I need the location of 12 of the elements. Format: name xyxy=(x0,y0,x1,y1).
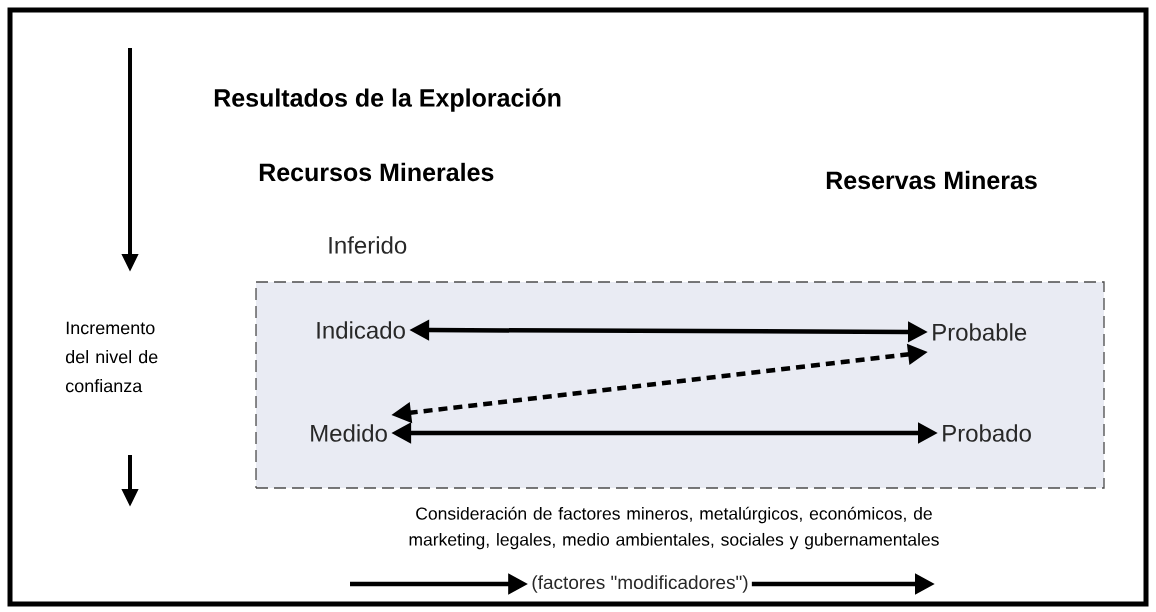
node-label: Probado xyxy=(943,424,1031,442)
node-label: (factores "modificadores") xyxy=(532,575,748,593)
title: Resultados de la Exploración xyxy=(214,88,561,112)
heading: Reservas Mineras xyxy=(826,170,1037,190)
node-label: Medido xyxy=(311,424,387,442)
node-label: Probable xyxy=(933,323,1027,341)
category-label: Inferido xyxy=(329,236,407,254)
dashed-region xyxy=(255,281,1105,489)
node-label: Indicado xyxy=(317,321,405,339)
heading: Recursos Minerales xyxy=(259,162,494,182)
note: Consideración de factores mineros, metalúrgicos, económicos, de marketing, legales, medio ambientales, sociales y gubernamentales xyxy=(409,506,939,550)
axis-label: Incremento del nivel de confianza xyxy=(65,321,158,393)
